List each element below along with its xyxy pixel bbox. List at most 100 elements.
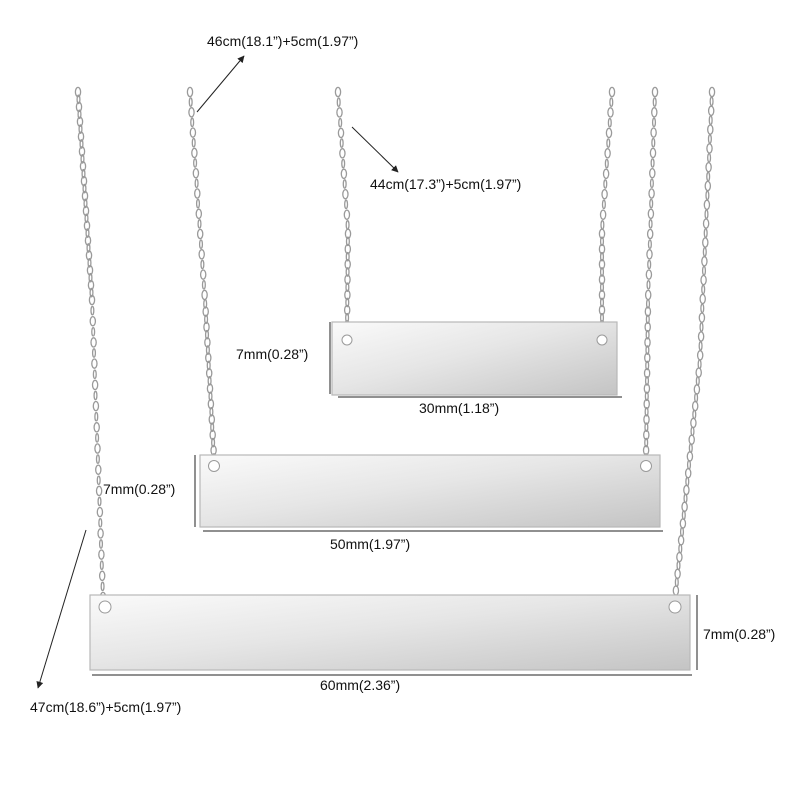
chain-link <box>650 158 655 168</box>
chain-link <box>691 400 699 412</box>
chain-link <box>188 97 193 107</box>
chain-link <box>696 350 704 361</box>
chain-link <box>79 161 87 172</box>
chain-medium-right <box>642 86 659 463</box>
chain-link <box>199 269 207 280</box>
chain-link <box>191 137 196 148</box>
chain-link <box>679 518 687 529</box>
chain-link <box>688 434 695 445</box>
bar-small-hole-right <box>596 334 608 346</box>
chain-link <box>672 585 680 596</box>
chain-link <box>643 429 650 441</box>
chain-link <box>209 406 214 417</box>
chain-link <box>201 279 206 290</box>
chain-link <box>708 115 713 126</box>
chain-link <box>646 249 653 260</box>
chain-link <box>651 107 658 118</box>
chain-link <box>644 289 652 301</box>
chain-link <box>334 86 342 98</box>
chain-link <box>694 392 699 403</box>
chain-link <box>342 179 347 189</box>
chain-link <box>76 116 84 127</box>
chain-medium-left <box>186 86 217 463</box>
bar-large-hole-right <box>668 600 682 614</box>
chain-link <box>204 314 209 325</box>
chain-link <box>690 426 695 437</box>
chain-link <box>196 228 204 240</box>
chain-link <box>683 484 690 496</box>
chain-link <box>709 96 714 107</box>
chain-link <box>647 208 655 220</box>
chain-link <box>97 528 104 539</box>
chain-link <box>195 198 201 209</box>
chain-link <box>91 348 97 358</box>
chain-link <box>189 127 197 138</box>
chain-link <box>190 117 195 128</box>
chain-link <box>706 143 713 154</box>
chain-link <box>84 235 92 246</box>
chain-link <box>645 314 650 325</box>
chain-link <box>608 86 616 98</box>
chain-link <box>95 454 100 464</box>
chain-link <box>195 208 203 220</box>
chain-link <box>74 86 82 98</box>
medium-height-label: 7mm(0.28”) <box>103 481 176 497</box>
chain-small-right <box>598 86 616 338</box>
chain-link <box>100 581 105 592</box>
chain-link <box>648 188 655 199</box>
chain-link <box>598 304 606 316</box>
chain-link <box>649 198 654 209</box>
chain-link <box>340 168 348 180</box>
chain-link <box>198 249 205 260</box>
chain-link <box>677 535 685 546</box>
chain-link <box>645 329 650 340</box>
chain-link <box>85 250 93 261</box>
chain-link <box>598 259 606 270</box>
bar-small-hole-left <box>341 334 353 346</box>
chain-link <box>609 97 614 108</box>
chain-link <box>85 228 90 238</box>
chain-link <box>598 289 606 301</box>
chain-link <box>88 272 93 283</box>
chain-link <box>686 451 694 462</box>
medium-width-label: 50mm(1.97”) <box>330 536 411 552</box>
chain-link <box>79 139 84 149</box>
chain-link <box>707 152 712 163</box>
chain-link <box>703 228 708 238</box>
chain-link <box>339 148 346 159</box>
chain-link <box>599 297 605 308</box>
chain-link <box>644 391 649 402</box>
chain-link <box>202 306 209 317</box>
chain-link <box>77 109 82 120</box>
chain-link <box>94 443 101 454</box>
chain-link <box>92 400 100 412</box>
chain-link <box>186 86 194 98</box>
bar-medium <box>199 454 661 528</box>
chain-link <box>707 134 712 144</box>
chain-link <box>87 258 92 268</box>
chain-small-left <box>334 86 352 338</box>
chain-link <box>599 267 605 277</box>
chain-link <box>644 437 649 448</box>
chain-link <box>599 236 605 247</box>
chain-link <box>95 433 100 443</box>
chain-link <box>684 467 692 479</box>
chain-link <box>98 549 105 560</box>
chain-link <box>649 178 654 189</box>
chain-link <box>211 437 216 448</box>
chain-link <box>98 539 104 549</box>
chain-link <box>96 475 101 486</box>
chain-link <box>84 213 89 224</box>
chain-link <box>704 180 712 192</box>
chain-link <box>702 218 710 229</box>
chain-large-right <box>672 86 716 604</box>
chain-link <box>86 243 91 253</box>
chain-link <box>206 360 211 371</box>
chain-link <box>683 493 688 504</box>
chain-link <box>706 171 711 182</box>
chain-link <box>599 251 605 262</box>
chain-link <box>210 422 215 433</box>
chain-link <box>345 267 350 277</box>
chain-link <box>192 167 200 179</box>
chain-link <box>644 352 651 364</box>
